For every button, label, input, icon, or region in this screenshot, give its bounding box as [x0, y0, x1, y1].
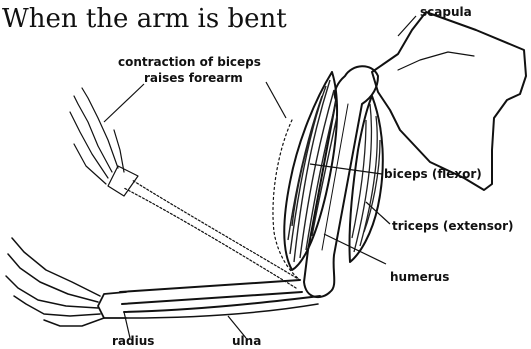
label-ulna: ulna: [232, 334, 261, 348]
label-scapula: scapula: [420, 5, 472, 19]
scapula-bone: [372, 12, 526, 190]
hand-lowered: [6, 238, 126, 326]
label-radius: radius: [112, 334, 154, 348]
diagram-title: When the arm is bent: [2, 4, 287, 34]
triceps-muscle: [349, 96, 382, 262]
forearm-bones: [120, 280, 320, 318]
humerus-bone: [304, 66, 378, 297]
label-contraction-line1: contraction of biceps: [118, 55, 261, 69]
scapula-spine: [398, 52, 474, 70]
label-humerus: humerus: [390, 270, 449, 284]
radius-bone: [120, 280, 300, 292]
forearm-raised: [70, 88, 300, 288]
ulna-bone: [124, 296, 320, 312]
label-biceps: biceps (flexor): [384, 167, 482, 181]
label-contraction-line2: raises forearm: [144, 71, 243, 85]
label-triceps: triceps (extensor): [392, 219, 514, 233]
